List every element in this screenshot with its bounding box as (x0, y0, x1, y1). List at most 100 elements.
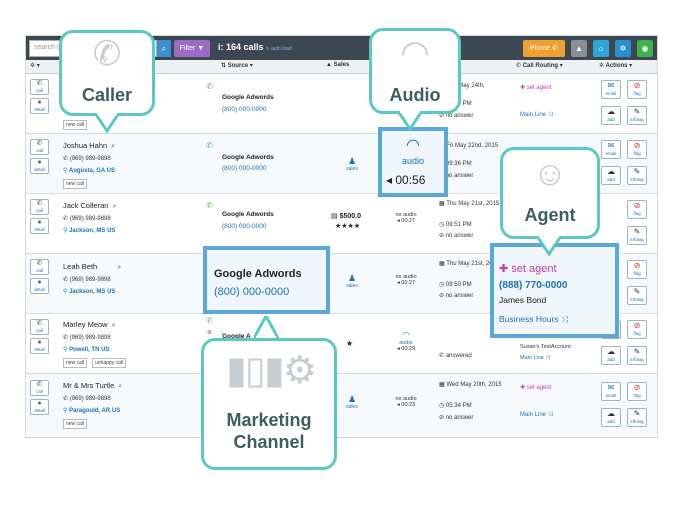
email-button[interactable]: ✉email (601, 80, 621, 99)
routing-line[interactable]: Main Line ⤨ (520, 355, 550, 361)
search-icon[interactable]: ⌕ (118, 383, 123, 390)
search-button[interactable]: ⌕ (157, 40, 171, 57)
infolog-button[interactable]: ✎infolog (627, 226, 647, 245)
email-icon: ✉ (607, 383, 615, 392)
flag-button[interactable]: ⊘flag (627, 382, 647, 401)
caller-name-text: Mr & Mrs Turtle (63, 381, 115, 390)
audio-zoom-label[interactable]: audio (401, 156, 425, 166)
call-duration: 00:27 (401, 280, 416, 286)
user-icon: ♟ (347, 273, 357, 283)
agent-line[interactable]: Business Hours ⤨ (499, 314, 568, 324)
home-button[interactable]: ⌂ (593, 40, 609, 57)
search-icon[interactable]: ⌕ (111, 322, 116, 329)
column-source[interactable]: ⇅ Source ▾ (221, 63, 253, 69)
flag-button[interactable]: ⊘flag (627, 140, 647, 159)
infolog-button[interactable]: ✎infolog (627, 286, 647, 305)
source-name: Google A (222, 333, 251, 340)
caller-phone: ✆ (969) 989-9898 (63, 335, 111, 341)
infolog-button[interactable]: ✎infolog (627, 346, 647, 365)
caller-name[interactable]: Marley Meow⌕ (63, 320, 116, 330)
column-sales[interactable]: ▲ Sales (326, 62, 350, 68)
receipt-icon: ▤ (331, 213, 338, 220)
search-icon[interactable]: ⌕ (112, 203, 117, 210)
tag-badge[interactable]: new call (63, 179, 88, 189)
call-duration: 00:23 (401, 402, 416, 408)
column-source-label: Source (227, 63, 249, 69)
infolog-label: infolog (630, 117, 644, 122)
detail-button[interactable]: ●detail (30, 338, 49, 354)
add-button[interactable]: ☁add (601, 408, 621, 427)
caller-location: ⚲ Powell, TN US (63, 346, 109, 353)
notification-button[interactable]: ▲ (571, 40, 587, 57)
detail-button[interactable]: ●detail (30, 218, 49, 234)
search-icon[interactable]: ⌕ (117, 264, 122, 271)
tag-badge[interactable]: new call (63, 419, 88, 429)
routing-line[interactable]: Main Line ⤨ (520, 412, 553, 418)
column-call-routing[interactable]: ✆ Call Routing ▾ (516, 63, 563, 69)
add-button[interactable]: ☁add (601, 346, 621, 365)
detail-button[interactable]: ●detail (30, 98, 49, 114)
call-button[interactable]: ✆call (30, 259, 49, 275)
flag-button[interactable]: ⊘flag (627, 80, 647, 99)
set-agent-link[interactable]: ✚ set agent (499, 263, 557, 275)
caller-name[interactable]: Jack Colleran⌕ (63, 201, 116, 211)
filter-button[interactable]: Filter ▼ (174, 40, 210, 57)
column-actions[interactable]: ✲ Actions ▾ (599, 63, 633, 69)
volume-icon: ◂ (396, 280, 400, 286)
tag-badge[interactable]: unhappy call (92, 358, 127, 368)
flag-button[interactable]: ⊘flag (627, 320, 647, 339)
incoming-call-icon: ✆ (206, 82, 213, 91)
call-button[interactable]: ✆call (30, 199, 49, 215)
rating-stars[interactable]: ★★★★ (335, 223, 361, 230)
detail-button[interactable]: ●detail (30, 278, 49, 294)
search-icon[interactable]: ⌕ (111, 143, 116, 150)
call-button[interactable]: ✆call (30, 79, 49, 95)
infolog-button[interactable]: ✎infolog (627, 166, 647, 185)
audio-player[interactable]: ◠audio◂ 00:29 (386, 331, 426, 353)
detail-button[interactable]: ●detail (30, 399, 49, 415)
audio-status: no audio◂ 00:27 (386, 212, 426, 224)
caller-name[interactable]: Leah Beth⌕ (63, 262, 121, 272)
sales-person[interactable]: ♟sales (342, 273, 362, 290)
phone-button[interactable]: Phone ✆ (523, 40, 565, 57)
email-button[interactable]: ✉email (601, 382, 621, 401)
column-settings[interactable]: ✲ ▾ (30, 63, 40, 69)
caller-name[interactable]: Mr & Mrs Turtle⌕ (63, 381, 122, 391)
sales-person[interactable]: ♟sales (342, 157, 362, 173)
flag-button[interactable]: ⊘flag (627, 200, 647, 219)
set-agent-link[interactable]: ✚ set agent (520, 385, 552, 391)
sales-person[interactable]: ♟sales (342, 395, 362, 411)
email-icon: ✉ (607, 141, 615, 150)
call-date-text: Wed May 20th, 2015 (446, 382, 502, 388)
source-phone: (800) 000-0000 (222, 165, 267, 172)
settings-button[interactable]: ✲ (615, 40, 631, 57)
infolog-label: infolog (630, 237, 644, 242)
detail-label: detail (34, 287, 45, 292)
detail-button[interactable]: ●detail (30, 158, 49, 174)
infolog-button[interactable]: ✎infolog (627, 408, 647, 427)
add-button[interactable]: ☁add (601, 106, 621, 125)
email-button[interactable]: ✉email (601, 140, 621, 159)
flag-label: flag (633, 151, 641, 156)
caller-location-text: Augusta, GA US (68, 168, 115, 174)
wrench-icon: ✎ (633, 409, 641, 418)
tag-badge[interactable]: new call (63, 120, 88, 130)
rating-stars[interactable]: ★ (346, 339, 354, 348)
add-button[interactable]: ☁add (601, 166, 621, 185)
call-label: call (36, 328, 43, 333)
call-date: ▦ Thu May 21st, 2015 (439, 260, 499, 269)
phone-label: Phone (529, 45, 551, 52)
gear-icon: ✲ (619, 44, 627, 53)
caller-name[interactable]: Joshua Hahn⌕ (63, 141, 115, 151)
auto-load-link[interactable]: ↻ auto load (265, 46, 292, 52)
power-button[interactable]: ◉ (637, 40, 653, 57)
tag-badge[interactable]: new call (63, 358, 88, 368)
flag-button[interactable]: ⊘flag (627, 260, 647, 279)
set-agent-link[interactable]: ✚ set agent (520, 85, 552, 91)
call-button[interactable]: ✆call (30, 139, 49, 155)
detail-label: detail (34, 347, 45, 352)
call-button[interactable]: ✆call (30, 380, 49, 396)
infolog-button[interactable]: ✎infolog (627, 106, 647, 125)
call-button[interactable]: ✆call (30, 319, 49, 335)
routing-line[interactable]: Main Line ⤨ (520, 112, 553, 118)
